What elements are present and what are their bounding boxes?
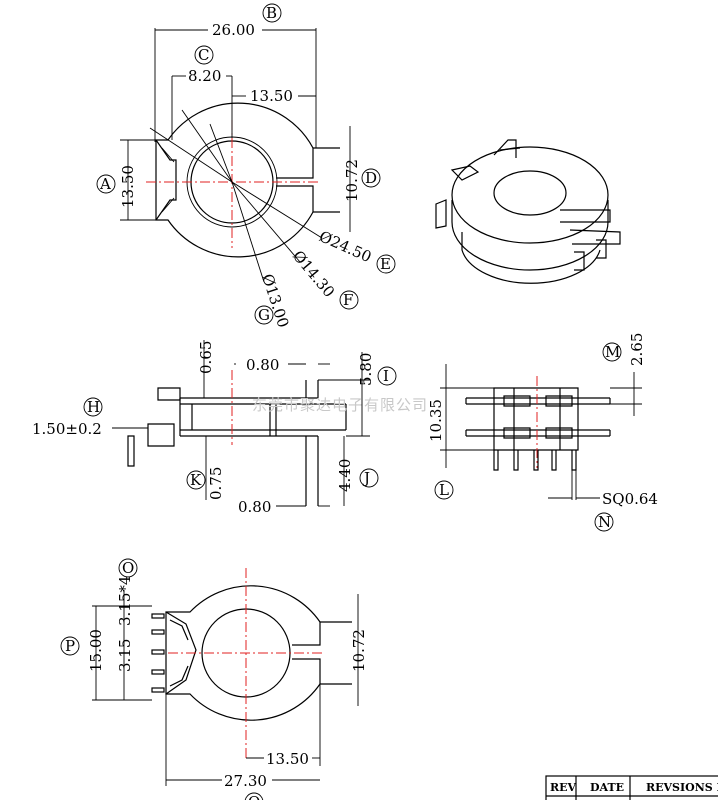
svg-text:F: F <box>343 291 353 309</box>
dim-slot-width: 10.72 <box>343 159 361 202</box>
balloon-c: C <box>194 45 214 65</box>
balloon-b: B <box>262 3 282 23</box>
svg-text:E: E <box>380 255 391 273</box>
balloon-o: O <box>118 558 138 578</box>
dim-pin-size: SQ0.64 <box>602 490 658 508</box>
dim-overall-width: 26.00 <box>212 21 255 39</box>
balloon-a: A <box>96 174 116 194</box>
svg-text:C: C <box>198 46 209 64</box>
dim-thick-bottom: 0.75 <box>207 467 225 500</box>
svg-text:Q: Q <box>248 793 260 800</box>
dim-dia-mid: Ø14.30 <box>289 247 338 301</box>
balloon-q: Q <box>244 792 264 800</box>
top-view: 26.00 8.20 13.50 13.50 10.72 Ø24.50 Ø14.… <box>96 3 396 330</box>
revisions-header: REVSIONS F <box>646 781 718 794</box>
svg-text:P: P <box>65 637 75 655</box>
dim-height-right: 5.80 <box>357 353 375 386</box>
dim-gap-bottom: 0.80 <box>238 498 271 516</box>
balloon-d: D <box>361 168 381 188</box>
balloon-k: K <box>186 470 206 490</box>
side-view: 东莞市聚达电子有限公司 0.65 0.80 5.80 1.50±0.2 0.75… <box>32 340 428 516</box>
balloon-p: P <box>60 636 80 656</box>
balloon-h: H <box>83 397 103 417</box>
dim-left-offset: 8.20 <box>188 67 221 85</box>
svg-text:O: O <box>122 559 134 577</box>
dim-left-height: 13.50 <box>119 165 137 208</box>
bottom-view: 15.00 3.15*4 3.15 10.72 13.50 27.30 O P … <box>60 558 368 800</box>
date-header: DATE <box>590 781 624 794</box>
balloon-j: J <box>359 468 379 488</box>
svg-text:H: H <box>87 398 100 416</box>
balloon-l: L <box>434 480 454 500</box>
balloon-n: N <box>594 512 614 532</box>
dim-pin-top: 2.65 <box>628 333 646 366</box>
svg-text:N: N <box>598 513 611 531</box>
svg-text:G: G <box>258 306 270 324</box>
balloon-m: M <box>602 342 622 362</box>
svg-text:L: L <box>439 481 449 499</box>
rev-header: REV <box>550 781 577 794</box>
dim-tolerance: 1.50±0.2 <box>32 420 102 438</box>
dim-pitch: 3.15*4 <box>116 576 134 626</box>
watermark: 东莞市聚达电子有限公司 <box>252 396 428 414</box>
dim-bottom-right-offset: 13.50 <box>266 750 309 768</box>
svg-text:M: M <box>605 343 620 361</box>
dim-dia-outer: Ø24.50 <box>316 227 374 266</box>
svg-text:I: I <box>383 367 389 385</box>
svg-text:K: K <box>190 471 202 489</box>
dim-total-height: 10.35 <box>427 399 445 442</box>
dim-right-offset: 13.50 <box>250 87 293 105</box>
svg-text:J: J <box>362 469 370 487</box>
isometric-view <box>435 139 621 284</box>
svg-text:B: B <box>266 4 277 22</box>
balloon-f: F <box>339 290 359 310</box>
dim-bottom-slot: 10.72 <box>350 629 368 672</box>
dim-height-lower: 4.40 <box>336 459 354 492</box>
dim-gap-top: 0.80 <box>246 356 279 374</box>
balloon-i: I <box>377 366 397 386</box>
dim-thick-top: 0.65 <box>197 341 215 374</box>
front-view: 10.35 2.65 SQ0.64 M L N <box>427 333 658 532</box>
dim-bottom-height: 15.00 <box>87 629 105 672</box>
svg-text:A: A <box>99 175 111 193</box>
dim-bottom-overall: 27.30 <box>224 772 267 790</box>
dim-pins-span: 3.15 <box>116 639 134 672</box>
balloon-g: G <box>254 305 274 325</box>
balloon-e: E <box>376 254 396 274</box>
revision-table: REV DATE REVSIONS F <box>545 775 718 800</box>
svg-text:D: D <box>365 169 377 187</box>
